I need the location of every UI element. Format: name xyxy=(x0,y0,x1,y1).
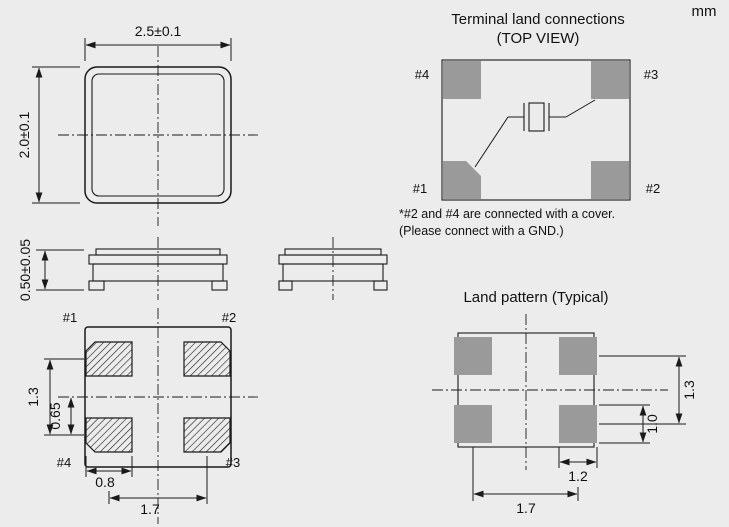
dimension-land-pad-width: 1.2 xyxy=(558,447,598,484)
side-view-side xyxy=(278,237,388,300)
dimension-row-pitch-label: 1.3 xyxy=(25,387,41,407)
foot-left xyxy=(278,280,293,291)
terminal-pad-4 xyxy=(443,61,481,99)
dimension-width-label: 2.5±0.1 xyxy=(135,23,182,39)
land-pad-top-left xyxy=(454,337,492,375)
top-view: 2.5±0.1 2.0±0.1 xyxy=(16,23,258,226)
land-pad-top-right xyxy=(559,337,597,375)
foot-left xyxy=(88,280,105,291)
terminal-pad-4-label: #4 xyxy=(415,67,429,82)
land-pattern: Land pattern (Typical) 1.3 1.0 1.2 xyxy=(432,289,697,516)
crystal-symbol xyxy=(474,99,596,168)
land-pad-bottom-left xyxy=(454,405,492,443)
land-pattern-centerlines xyxy=(432,314,668,470)
dimension-land-pad-width-label: 1.2 xyxy=(568,468,588,484)
terminal-pad-2 xyxy=(591,161,629,199)
dimension-pad-width-label: 0.8 xyxy=(95,474,115,490)
dimension-pad-width: 0.8 xyxy=(85,456,133,490)
dimension-height: 2.0±0.1 xyxy=(16,66,80,204)
terminal-note-line2: (Please connect with a GND.) xyxy=(399,224,564,238)
dimension-land-pad-height: 1.0 xyxy=(599,404,660,444)
terminal-note-line1: *#2 and #4 are connected with a cover. xyxy=(399,207,615,221)
pad-3 xyxy=(183,417,231,453)
dimension-thickness-label: 0.50±0.05 xyxy=(17,239,33,301)
bottom-view-centerlines xyxy=(58,308,258,524)
dimension-thickness: 0.50±0.05 xyxy=(17,239,84,301)
dimension-land-pad-height-label: 1.0 xyxy=(644,414,660,434)
terminal-outline xyxy=(441,59,631,201)
pad-3-label: #3 xyxy=(226,455,240,470)
land-pattern-title: Land pattern (Typical) xyxy=(463,289,608,306)
terminal-pad-1 xyxy=(443,161,481,199)
dimension-col-pitch: 1.7 xyxy=(108,456,208,517)
pad-2 xyxy=(183,341,231,377)
terminal-title-line1: Terminal land connections xyxy=(451,11,624,28)
side-view-front: 0.50±0.05 xyxy=(17,237,228,301)
dimension-height-label: 2.0±0.1 xyxy=(16,111,32,158)
terminal-land-connections: Terminal land connections (TOP VIEW) #4 … xyxy=(399,11,660,238)
dimension-land-col-pitch: 1.7 xyxy=(472,447,579,516)
dimension-row-pitch: 1.3 xyxy=(25,358,84,436)
dimension-col-pitch-label: 1.7 xyxy=(140,501,160,517)
terminal-title-line2: (TOP VIEW) xyxy=(497,30,580,47)
top-view-centerlines xyxy=(58,46,258,226)
foot-right xyxy=(373,280,388,291)
pad-1-label: #1 xyxy=(63,310,77,325)
pad-4-label: #4 xyxy=(57,455,71,470)
terminal-pad-2-label: #2 xyxy=(646,181,660,196)
pad-1 xyxy=(85,341,133,377)
dimension-half-pitch-label: 0.65 xyxy=(47,402,63,429)
land-pad-bottom-right xyxy=(559,405,597,443)
dimension-width: 2.5±0.1 xyxy=(84,23,232,61)
terminal-pad-3-label: #3 xyxy=(644,67,658,82)
dimension-land-col-pitch-label: 1.7 xyxy=(516,500,536,516)
bottom-view: #1 #2 #4 #3 1.3 0.65 0.8 1.7 xyxy=(25,308,258,524)
unit-label: mm xyxy=(692,3,717,20)
terminal-pad-1-label: #1 xyxy=(413,181,427,196)
dimension-land-row-pitch-label: 1.3 xyxy=(681,380,697,400)
pad-2-label: #2 xyxy=(222,310,236,325)
terminal-pad-3 xyxy=(591,61,629,99)
pad-4 xyxy=(85,417,133,453)
dimension-half-pitch: 0.65 xyxy=(47,397,75,435)
foot-right xyxy=(211,280,228,291)
